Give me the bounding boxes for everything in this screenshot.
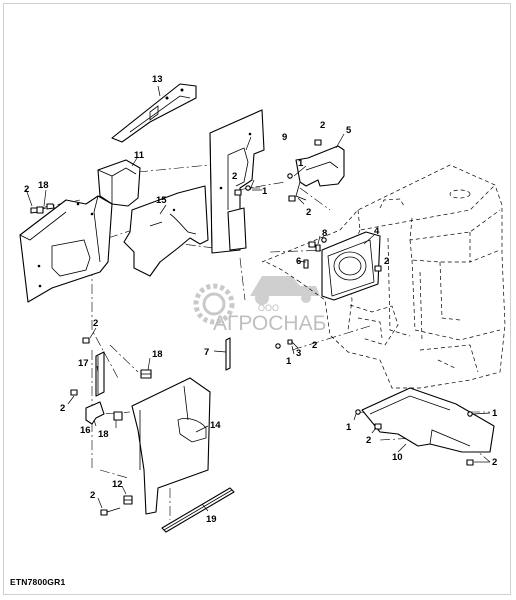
- bolt-icon: [288, 195, 296, 202]
- callout-2: 2: [492, 457, 497, 468]
- nut-icon: [287, 173, 293, 179]
- callout-18: 18: [38, 180, 49, 191]
- watermark-prefix: ООО: [258, 303, 279, 313]
- callout-1: 1: [492, 408, 498, 419]
- callout-10: 10: [392, 452, 403, 463]
- callout-2: 2: [366, 435, 371, 446]
- part-16-bracket: [85, 401, 105, 425]
- clip-icon: [140, 369, 152, 379]
- callout-13: 13: [152, 74, 163, 85]
- callout-1: 1: [262, 186, 268, 197]
- callout-11: 11: [134, 150, 145, 161]
- part-7-rod: [225, 337, 231, 371]
- part-9-shield: [209, 109, 265, 254]
- bolt-icon: [234, 189, 242, 196]
- callout-8: 8: [322, 228, 327, 239]
- callout-3: 3: [296, 348, 301, 359]
- callout-2: 2: [232, 171, 237, 182]
- clip-icon: [123, 495, 133, 505]
- part-17-strip: [95, 351, 105, 397]
- nut-icon: [245, 185, 251, 191]
- bolt-icon: [374, 423, 382, 430]
- nut-icon: [467, 411, 473, 417]
- callout-leaders: [25, 85, 491, 512]
- fitting-icon: [315, 244, 321, 252]
- callout-12: 12: [112, 479, 123, 490]
- bolt-icon: [374, 265, 382, 272]
- bolt-icon: [82, 337, 90, 344]
- callout-2: 2: [320, 120, 325, 131]
- watermark-company: АГРОСНАБ: [213, 312, 326, 335]
- left-side-panel: [19, 195, 113, 303]
- nut-icon: [275, 343, 281, 349]
- fitting-icon: [303, 259, 309, 269]
- callout-14: 14: [210, 420, 221, 431]
- callout-6: 6: [296, 256, 301, 267]
- nut-icon: [321, 237, 327, 243]
- figure-frame: [3, 3, 511, 595]
- callout-labels: 13 9 11 2 5 1 2 1 2 2 18 15 4 8 6 2 2 3 …: [24, 74, 498, 525]
- callout-7: 7: [204, 347, 209, 358]
- part-11-bracket: [97, 159, 141, 207]
- part-15-panel: [123, 185, 209, 277]
- bolt-icon: [314, 139, 322, 146]
- callout-18: 18: [152, 349, 163, 360]
- bolt-icon: [287, 339, 299, 349]
- callout-18: 18: [98, 429, 109, 440]
- bolt-icon: [100, 507, 121, 516]
- callout-17: 17: [78, 358, 89, 369]
- callout-2: 2: [312, 340, 317, 351]
- figure-code: ETN7800GR1: [10, 577, 66, 587]
- fasteners: [30, 139, 474, 516]
- callout-2: 2: [384, 256, 389, 267]
- part-19-strip: [161, 487, 235, 533]
- callout-2: 2: [90, 490, 95, 501]
- callout-5: 5: [346, 125, 352, 136]
- callout-2: 2: [60, 403, 65, 414]
- callout-19: 19: [206, 514, 217, 525]
- callout-2: 2: [93, 318, 98, 329]
- callout-9: 9: [282, 132, 287, 143]
- part-14-shield: [131, 377, 211, 515]
- part-13-bracket: [111, 83, 197, 143]
- bolt-icon: [46, 203, 55, 210]
- callout-15: 15: [156, 195, 167, 206]
- callout-2: 2: [306, 207, 311, 218]
- bolt-icon: [308, 241, 316, 248]
- part-4-plate: [321, 231, 381, 301]
- bolt-icon: [70, 389, 78, 396]
- watermark-logo: ООО АГРОСНАБ: [193, 276, 326, 335]
- clip-icon: [36, 206, 44, 214]
- part-10-plate: [361, 387, 495, 453]
- callout-1: 1: [346, 422, 352, 433]
- callout-1: 1: [298, 158, 304, 169]
- clip-icon: [113, 411, 123, 421]
- part-5-bracket: [295, 145, 345, 201]
- bolt-icon: [466, 459, 474, 466]
- callout-1: 1: [286, 356, 292, 367]
- callout-16: 16: [80, 425, 91, 436]
- callout-4: 4: [374, 226, 380, 237]
- callout-2: 2: [24, 184, 29, 195]
- nut-icon: [355, 409, 361, 415]
